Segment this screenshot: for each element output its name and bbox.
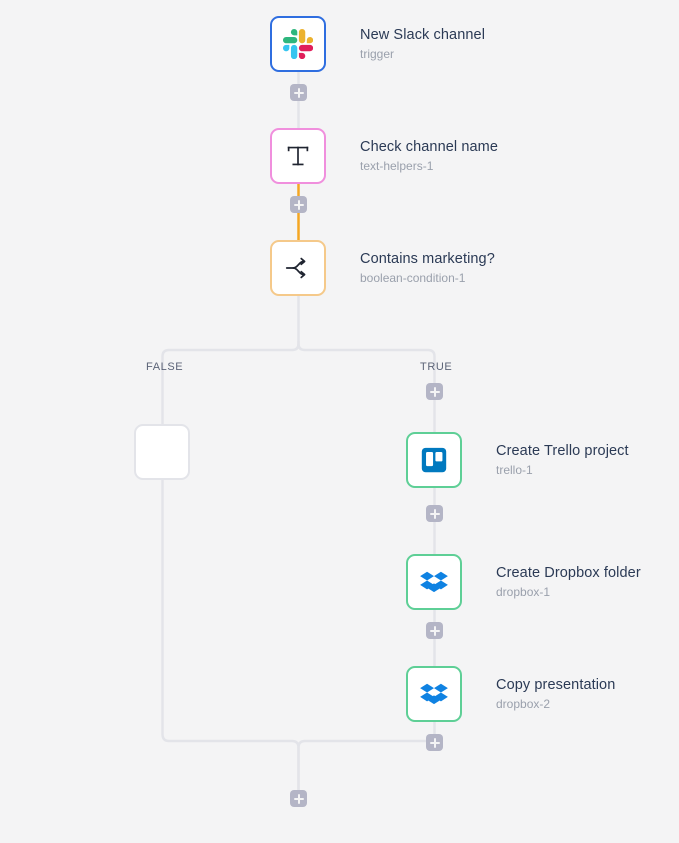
node-trigger[interactable]: New Slack channel trigger [270, 16, 485, 72]
add-node-button[interactable] [290, 790, 307, 807]
add-node-button[interactable] [426, 383, 443, 400]
node-text-helpers-1[interactable]: Check channel name text-helpers-1 [270, 128, 498, 184]
node-trello-1[interactable]: Create Trello project trello-1 [406, 432, 629, 488]
add-node-button[interactable] [290, 84, 307, 101]
branch-label-true: TRUE [420, 361, 453, 373]
node-boolean-condition-1[interactable]: Contains marketing? boolean-condition-1 [270, 240, 495, 296]
add-node-button[interactable] [290, 196, 307, 213]
node-dropbox-2[interactable]: Copy presentation dropbox-2 [406, 666, 615, 722]
node-subtitle: dropbox-2 [496, 697, 551, 712]
node-icon-box[interactable] [406, 666, 462, 722]
empty-placeholder-icon[interactable] [134, 424, 190, 480]
node-icon-box[interactable] [406, 554, 462, 610]
branch-label-false: FALSE [146, 361, 184, 373]
dropbox-icon [420, 571, 448, 593]
node-text: Create Trello project trello-1 [496, 442, 629, 478]
node-subtitle: trello-1 [496, 463, 533, 478]
text-t-icon [287, 146, 309, 166]
node-text: Check channel name text-helpers-1 [360, 138, 498, 174]
node-title: New Slack channel [360, 26, 486, 43]
node-title: Copy presentation [496, 676, 616, 693]
node-text: Contains marketing? boolean-condition-1 [360, 250, 495, 286]
node-subtitle: trigger [360, 47, 395, 62]
slack-icon [283, 29, 313, 59]
node-subtitle: text-helpers-1 [360, 159, 434, 174]
dropbox-icon [420, 683, 448, 705]
node-icon-box[interactable] [270, 128, 326, 184]
add-node-button[interactable] [426, 505, 443, 522]
node-title: Contains marketing? [360, 250, 495, 267]
node-title: Check channel name [360, 138, 499, 155]
node-subtitle: boolean-condition-1 [360, 271, 466, 286]
node-text: Copy presentation dropbox-2 [496, 676, 615, 712]
trello-icon [421, 447, 447, 473]
add-node-button[interactable] [426, 734, 443, 751]
node-empty-placeholder[interactable] [134, 424, 190, 480]
node-text: New Slack channel trigger [360, 26, 485, 62]
node-text: Create Dropbox folder dropbox-1 [496, 564, 641, 600]
node-icon-box[interactable] [406, 432, 462, 488]
node-subtitle: dropbox-1 [496, 585, 551, 600]
node-dropbox-1[interactable]: Create Dropbox folder dropbox-1 [406, 554, 641, 610]
node-icon-box[interactable] [270, 240, 326, 296]
add-node-button[interactable] [426, 622, 443, 639]
branch-fork-icon [285, 257, 306, 279]
node-title: Create Dropbox folder [496, 564, 641, 581]
node-title: Create Trello project [496, 442, 629, 459]
node-icon-box[interactable] [270, 16, 326, 72]
